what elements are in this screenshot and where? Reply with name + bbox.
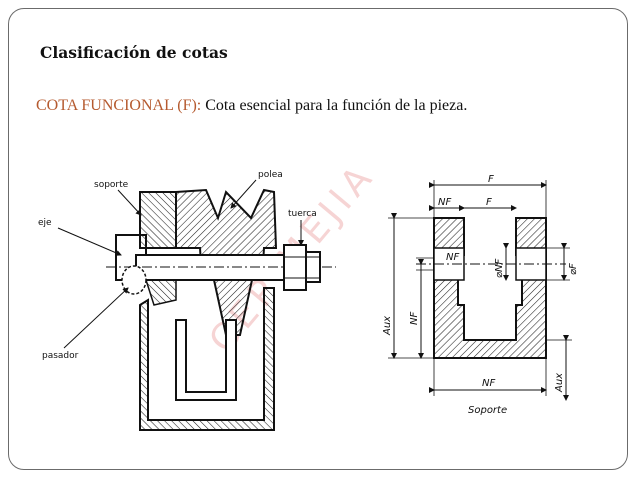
label-polea: polea — [258, 170, 283, 180]
dim-Aux-right: Aux — [554, 373, 565, 393]
technical-drawing: CEP MEJIA soporte polea eje tuerca pasad… — [38, 155, 579, 431]
dim-NF-vertical: NF — [409, 312, 420, 325]
slide-title: Clasificación de cotas — [40, 43, 228, 62]
dim-Aux-left: Aux — [382, 316, 393, 336]
label-soporte: soporte — [94, 180, 129, 190]
pulley-assembly-figure: soporte polea eje tuerca pasador — [38, 170, 336, 431]
dim-diam-NF: ⌀NF — [494, 258, 505, 278]
label-eje: eje — [38, 218, 52, 228]
subtitle-term: COTA FUNCIONAL (F): — [36, 97, 202, 114]
dim-NF-left: NF — [438, 197, 451, 208]
support-section-figure: F NF F NF ⌀NF ⌀F NF Aux NF Aux — [382, 174, 579, 416]
slide-subtitle: COTA FUNCIONAL (F): Cota esencial para l… — [36, 97, 467, 115]
dim-diam-F: ⌀F — [568, 263, 579, 275]
label-pasador: pasador — [42, 351, 79, 361]
dim-F-mid: F — [486, 197, 492, 208]
dim-F-top: F — [488, 174, 494, 185]
label-tuerca: tuerca — [288, 209, 317, 219]
label-soporte-section: Soporte — [468, 405, 507, 416]
dim-NF-center: NF — [446, 252, 459, 263]
subtitle-definition: Cota esencial para la función de la piez… — [201, 97, 468, 114]
dim-NF-bottom: NF — [482, 378, 495, 389]
